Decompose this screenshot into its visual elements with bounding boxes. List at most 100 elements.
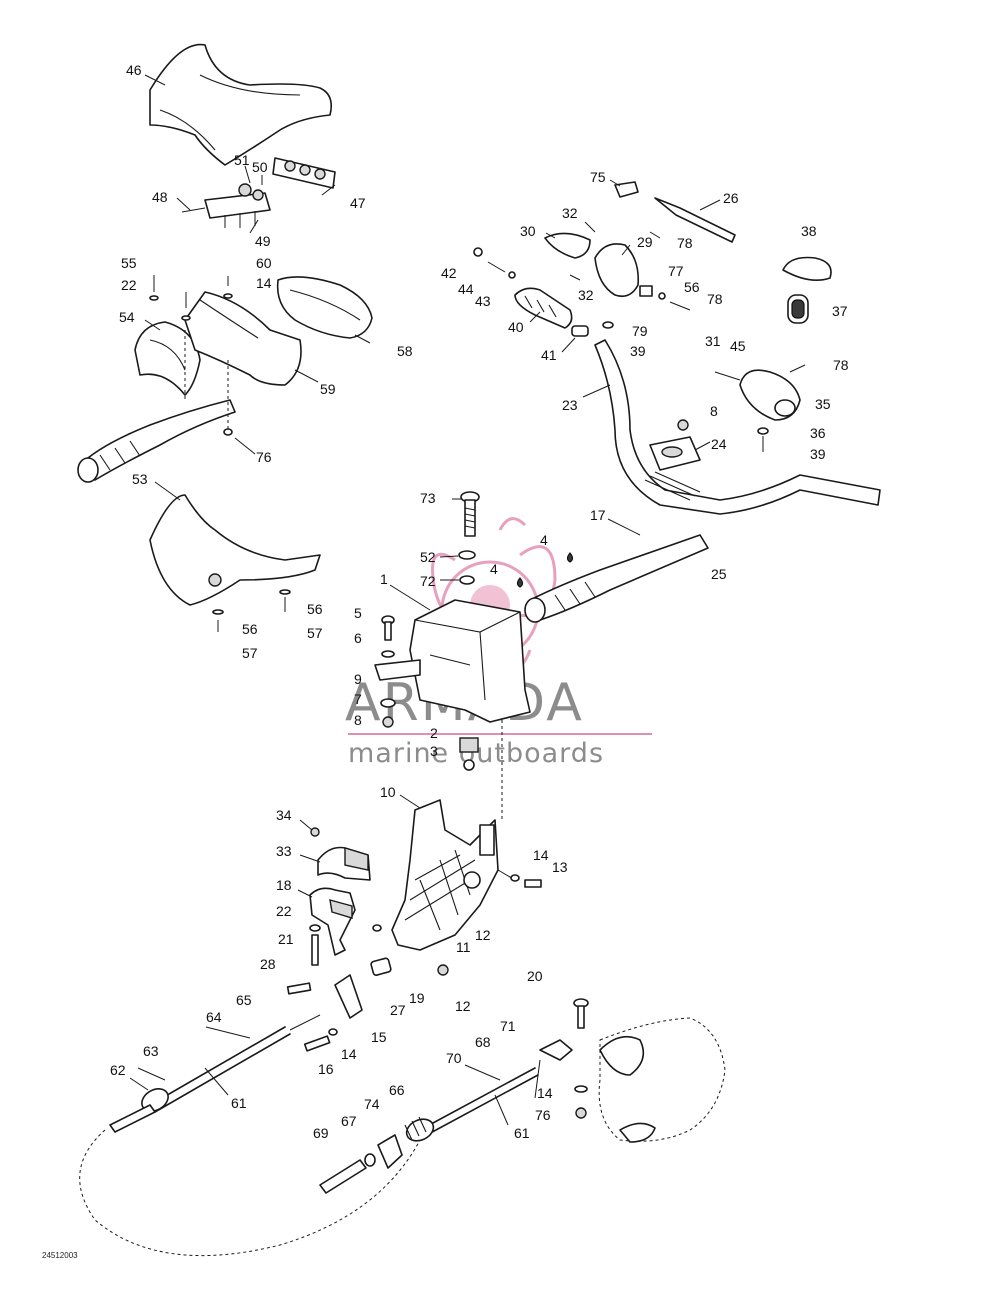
callout-22: 22 [121, 277, 137, 293]
part-73-bolt [460, 491, 480, 537]
callout-3: 3 [430, 743, 438, 759]
part-53-lower-cover [149, 494, 321, 606]
callout-7: 7 [354, 691, 362, 707]
part-59-steering-cover [184, 291, 302, 386]
callout-10: 10 [380, 784, 396, 800]
callout-19: 19 [409, 990, 425, 1006]
callout-67: 67 [341, 1113, 357, 1129]
callout-68: 68 [475, 1034, 491, 1050]
part-23-handlebar [594, 339, 881, 515]
callout-22b: 22 [276, 903, 292, 919]
part-46-handlebar-pad [149, 43, 333, 166]
callout-50: 50 [252, 159, 268, 175]
callout-8a: 8 [710, 403, 718, 419]
callout-14d: 14 [537, 1085, 553, 1101]
callout-56b: 56 [242, 621, 258, 637]
callout-76b: 76 [535, 1107, 551, 1123]
callout-76: 76 [256, 449, 272, 465]
callout-labels: 46 51 50 48 47 49 55 60 22 14 54 58 59 7… [110, 62, 849, 1141]
part-1-steering-column [374, 599, 531, 723]
part-27-spacer [370, 957, 392, 976]
callout-27: 27 [390, 1002, 406, 1018]
callout-49: 49 [255, 233, 271, 249]
callout-12a: 12 [475, 927, 491, 943]
part-52-washer [458, 550, 476, 560]
callout-78c: 78 [833, 357, 849, 373]
part-58-pad [276, 276, 373, 339]
part-49-bracket [204, 183, 271, 228]
part-26-throttle-cable [654, 197, 736, 243]
callout-43: 43 [475, 293, 491, 309]
callout-5: 5 [354, 605, 362, 621]
part-75-clip [614, 181, 639, 198]
callout-39b: 39 [810, 446, 826, 462]
callout-59: 59 [320, 381, 336, 397]
callout-28: 28 [260, 956, 276, 972]
callout-32a: 32 [562, 205, 578, 221]
callout-41: 41 [541, 347, 557, 363]
callout-42: 42 [441, 265, 457, 281]
callout-9: 9 [354, 671, 362, 687]
callout-55: 55 [121, 255, 137, 271]
callout-79: 79 [632, 323, 648, 339]
callout-31: 31 [705, 333, 721, 349]
callout-6: 6 [354, 630, 362, 646]
part-grip-left [77, 399, 236, 483]
callout-63: 63 [143, 1043, 159, 1059]
callout-56c: 56 [684, 279, 700, 295]
callout-14c: 14 [341, 1046, 357, 1062]
callout-53: 53 [132, 471, 148, 487]
callout-51: 51 [234, 152, 250, 168]
callout-48: 48 [152, 189, 168, 205]
callout-16: 16 [318, 1061, 334, 1077]
part-71-link [539, 1039, 573, 1061]
callout-4b: 4 [490, 561, 498, 577]
callout-38: 38 [801, 223, 817, 239]
callout-69: 69 [313, 1125, 329, 1141]
part-38-decal [782, 256, 832, 281]
part-15-lever [334, 974, 363, 1019]
callout-8b: 8 [354, 712, 362, 728]
diagram-code: 24512003 [42, 1251, 78, 1260]
callout-23: 23 [562, 397, 578, 413]
callout-32b: 32 [578, 287, 594, 303]
callout-74: 74 [364, 1096, 380, 1112]
part-47-switch-housing [272, 157, 336, 189]
callout-40: 40 [508, 319, 524, 335]
callout-78b: 78 [707, 291, 723, 307]
grease-drop-icon [516, 577, 524, 588]
part-17-grip-right [524, 534, 709, 623]
grease-drop-icon [566, 552, 574, 563]
callout-57a: 57 [307, 625, 323, 641]
callout-15: 15 [371, 1029, 387, 1045]
callout-13: 13 [552, 859, 568, 875]
callout-47: 47 [350, 195, 366, 211]
callout-64: 64 [206, 1009, 222, 1025]
callout-21: 21 [278, 931, 294, 947]
callout-61b: 61 [514, 1125, 530, 1141]
callout-12b: 12 [455, 998, 471, 1014]
callout-75: 75 [590, 169, 606, 185]
callout-71: 71 [500, 1018, 516, 1034]
callout-58: 58 [397, 343, 413, 359]
callout-35: 35 [815, 396, 831, 412]
part-61-steering-cable [109, 1014, 321, 1133]
callout-56a: 56 [307, 601, 323, 617]
part-61-cable-rear [404, 1067, 539, 1142]
callout-65: 65 [236, 992, 252, 1008]
part-41-plug [571, 325, 589, 337]
callout-36: 36 [810, 425, 826, 441]
callout-29: 29 [637, 234, 653, 250]
callout-18: 18 [276, 877, 292, 893]
callout-14: 14 [256, 275, 272, 291]
part-40-grip [514, 287, 573, 329]
callout-39a: 39 [630, 343, 646, 359]
callout-73: 73 [420, 490, 436, 506]
callout-24: 24 [711, 436, 727, 452]
callout-30: 30 [520, 223, 536, 239]
callout-66: 66 [389, 1082, 405, 1098]
callout-52: 52 [420, 549, 436, 565]
callout-70: 70 [446, 1050, 462, 1066]
callout-26: 26 [723, 190, 739, 206]
callout-54: 54 [119, 309, 135, 325]
